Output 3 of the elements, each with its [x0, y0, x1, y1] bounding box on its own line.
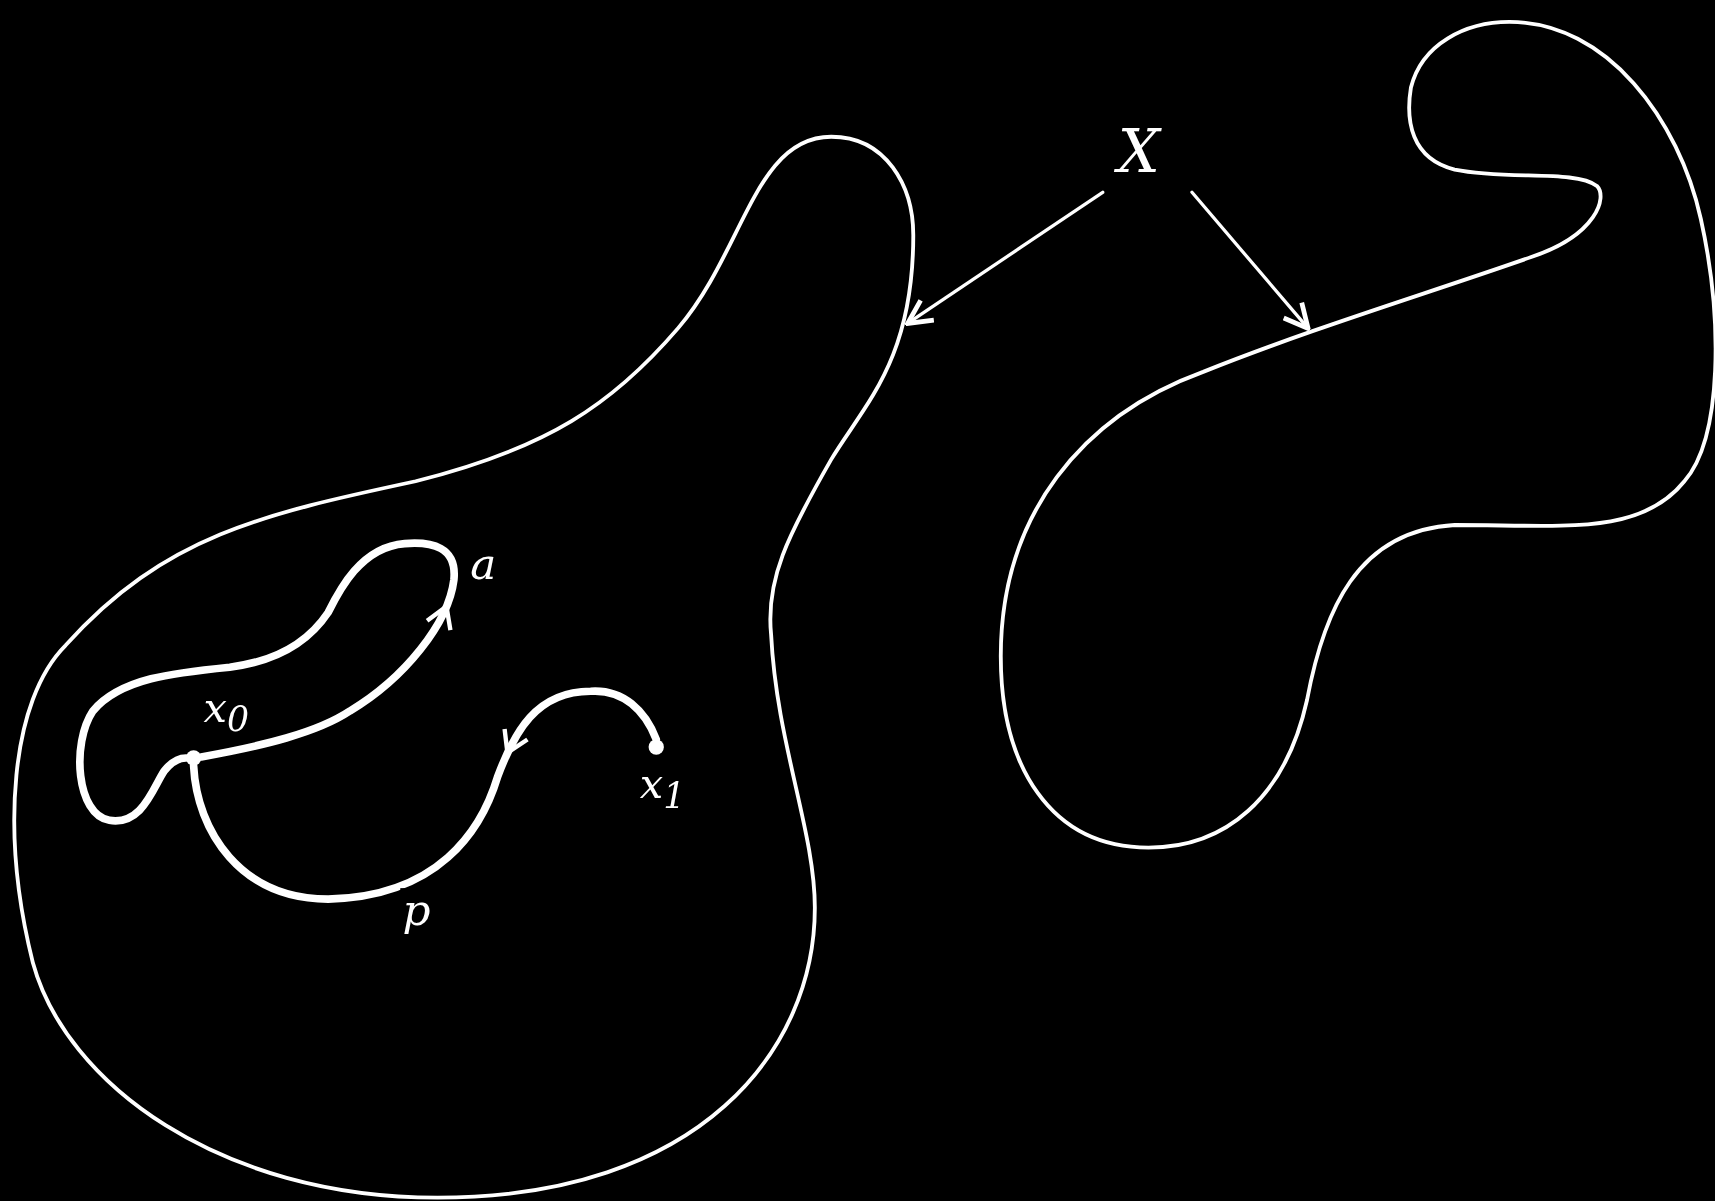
point-label: x$_{1}$ [639, 763, 686, 815]
point-label: x$_{0}$ [203, 686, 249, 738]
path-label: p [400, 888, 433, 932]
